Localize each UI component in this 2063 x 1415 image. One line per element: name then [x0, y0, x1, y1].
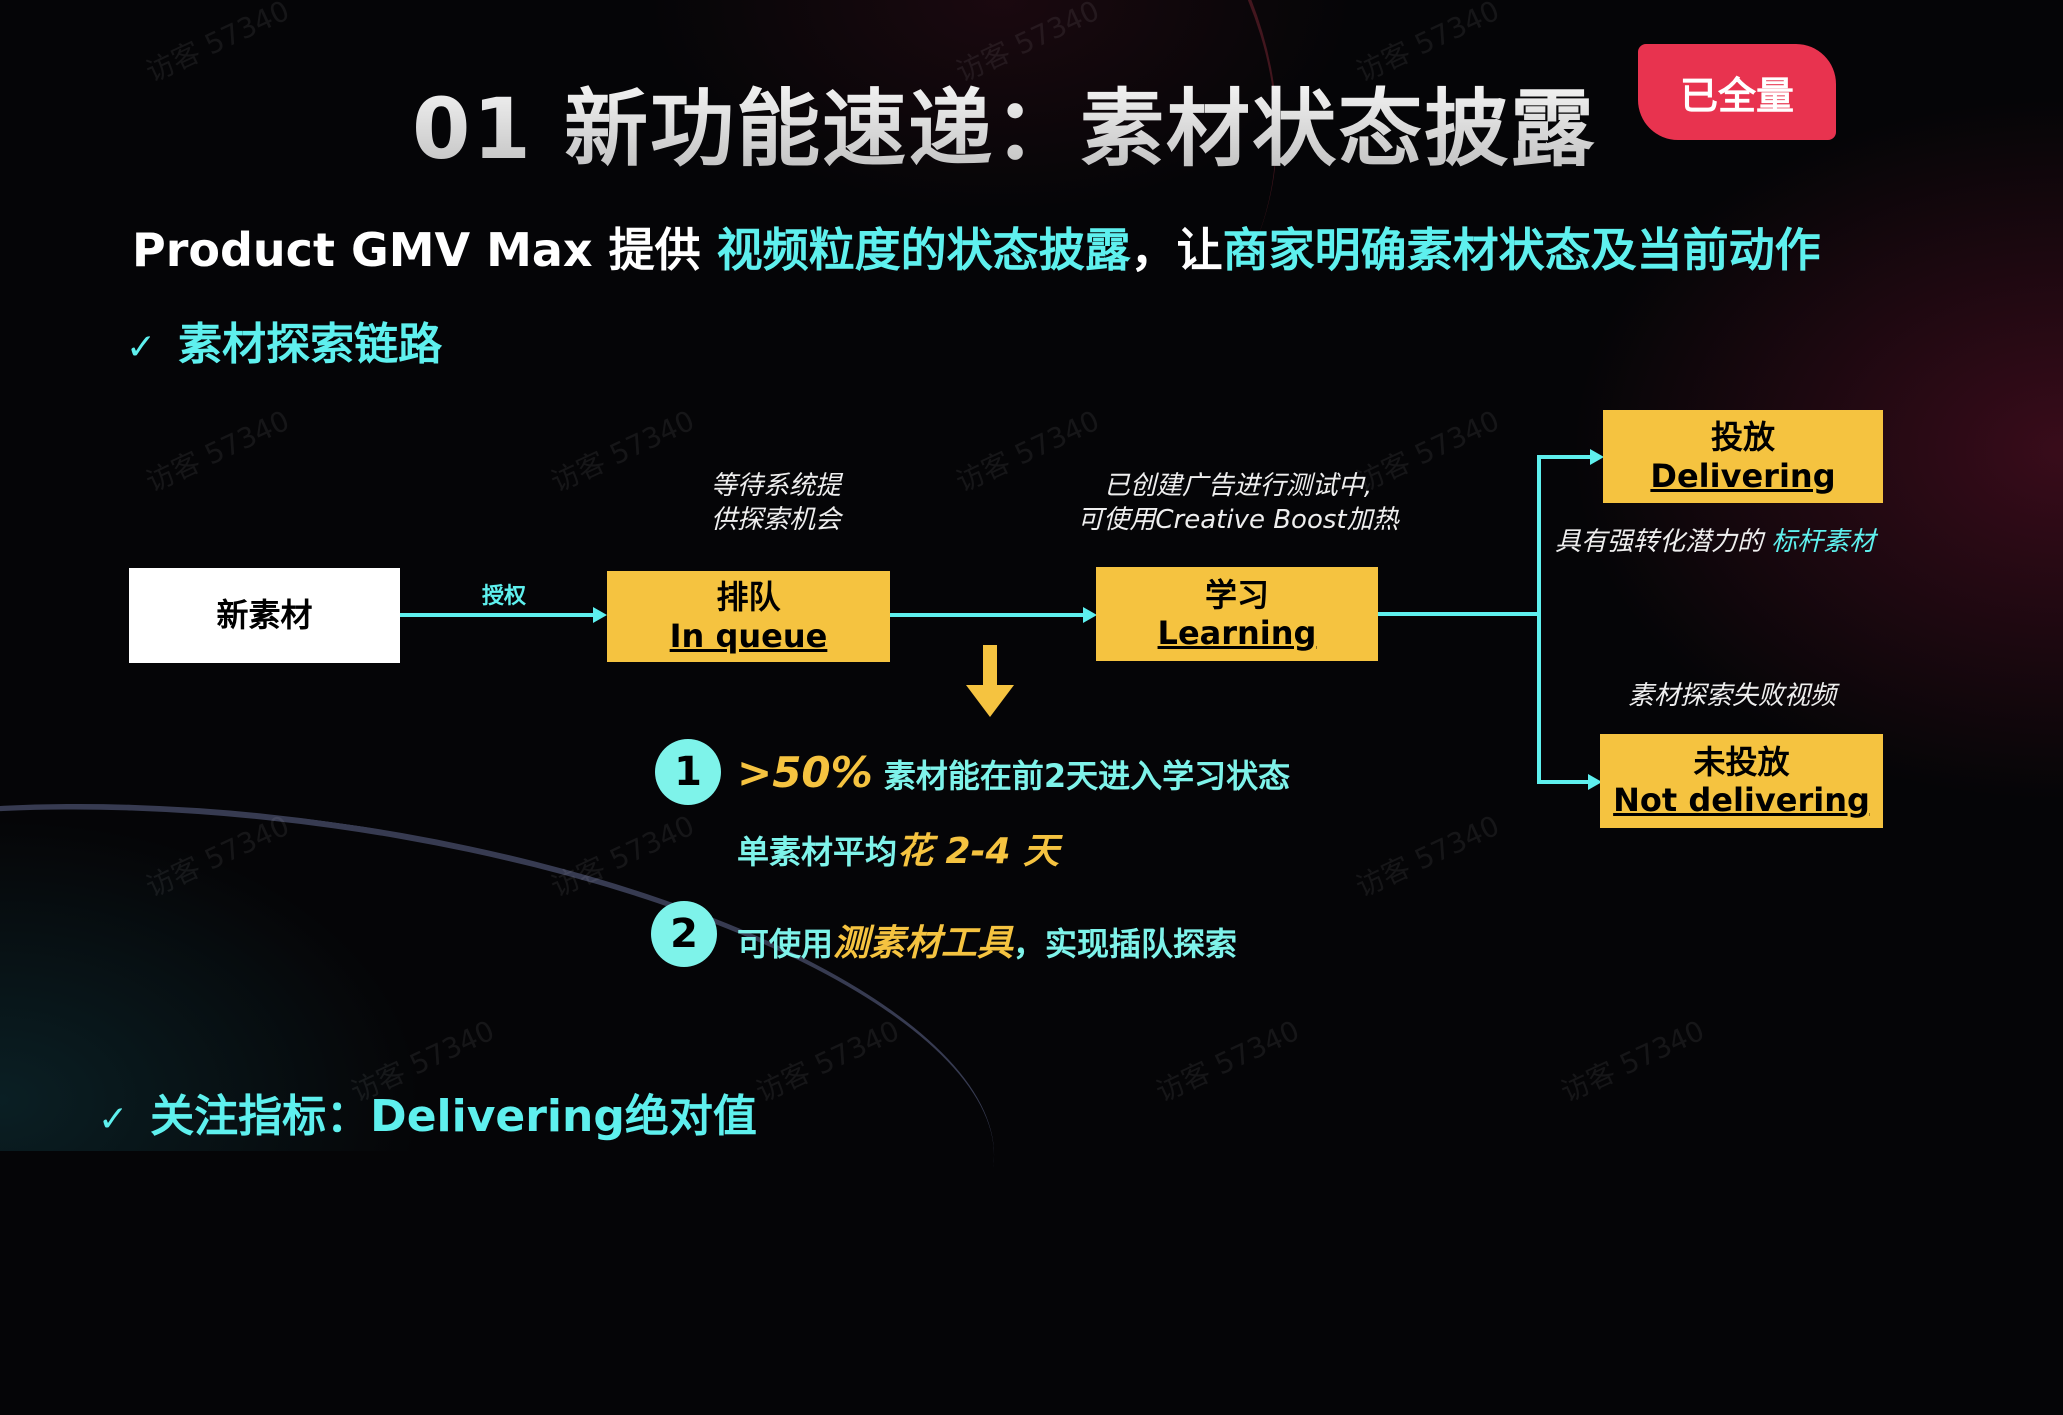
- branch-line: [1378, 612, 1540, 616]
- node-label-en: Delivering: [1650, 456, 1836, 495]
- note-line: 已创建广告进行测试中,: [1103, 471, 1373, 501]
- node-label-zh: 投放: [1710, 418, 1775, 457]
- arrow-line: [890, 613, 1086, 617]
- node-label-zh: 学习: [1204, 575, 1269, 614]
- node-label-zh: 排队: [716, 578, 781, 617]
- note-line: 等待系统提: [710, 471, 841, 501]
- number-badge-2: 2: [651, 901, 717, 967]
- section-label: 关注指标：Delivering绝对值: [150, 1091, 757, 1142]
- point-highlight: >50%: [737, 748, 873, 797]
- subtitle-prefix: Product GMV Max 提供: [132, 223, 717, 277]
- arrow-head-icon: [1588, 774, 1602, 790]
- point-2: 可使用测素材工具，实现插队探索: [737, 914, 1237, 966]
- number-badge-1: 1: [655, 739, 721, 805]
- queue-note: 等待系统提供探索机会: [676, 470, 876, 538]
- down-arrow-icon: [983, 645, 997, 687]
- section-heading-metric: ✓ 关注指标：Delivering绝对值: [98, 1080, 757, 1144]
- note-line: 可使用Creative Boost加热: [1077, 504, 1399, 535]
- not-delivering-note: 素材探索失败视频: [1628, 681, 1837, 711]
- point-highlight: 花 2-4 天: [897, 831, 1060, 872]
- node-label-en: Not delivering: [1613, 781, 1870, 819]
- point-1: >50% 素材能在前2天进入学习状态: [737, 748, 1290, 797]
- branch-line: [1537, 780, 1592, 784]
- subtitle-highlight-1: 视频粒度的状态披露: [716, 223, 1131, 277]
- branch-line: [1537, 455, 1595, 459]
- status-badge: 已全量: [1638, 44, 1836, 140]
- arrow-head-icon: [1590, 449, 1604, 465]
- check-icon: ✓: [126, 327, 157, 368]
- note-line: 供探索机会: [710, 504, 841, 535]
- section-heading-exploration: ✓ 素材探索链路: [126, 308, 442, 372]
- node-label: 新素材: [216, 596, 313, 635]
- arrow-head-icon: [593, 607, 607, 623]
- page-title: 01 新功能速递：素材状态披露: [412, 62, 1596, 183]
- node-new-material: 新素材: [129, 568, 400, 663]
- auth-label: 授权: [482, 584, 527, 609]
- point-1-line-2: 单素材平均花 2-4 天: [737, 822, 1059, 874]
- node-label-en: In queue: [669, 616, 828, 655]
- node-label-en: Learning: [1157, 614, 1317, 652]
- point-text: 素材能在前2天进入学习状态: [883, 757, 1291, 795]
- node-label-zh: 未投放: [1693, 742, 1790, 781]
- note-highlight: 标杆素材: [1771, 527, 1876, 557]
- section-label: 素材探索链路: [178, 319, 443, 370]
- check-icon: ✓: [98, 1099, 129, 1140]
- delivering-note: 具有强转化潜力的 标杆素材: [1555, 526, 1875, 560]
- subtitle: Product GMV Max 提供 视频粒度的状态披露，让商家明确素材状态及当…: [132, 214, 1821, 280]
- subtitle-highlight-2: 商家明确素材状态及当前动作: [1222, 223, 1821, 277]
- point-highlight: 测素材工具: [833, 923, 1014, 964]
- branch-line: [1537, 455, 1541, 784]
- note-text: 具有强转化潜力的: [1555, 527, 1772, 557]
- learning-note: 已创建广告进行测试中,可使用Creative Boost加热: [1058, 470, 1418, 538]
- point-text: 单素材平均: [737, 833, 898, 871]
- down-arrow-head-icon: [966, 685, 1014, 717]
- arrow-line: [400, 613, 596, 617]
- point-text: ，实现插队探索: [1013, 925, 1238, 963]
- point-text: 可使用: [737, 925, 834, 963]
- arrow-head-icon: [1083, 607, 1097, 623]
- subtitle-mid: ，让: [1130, 223, 1223, 277]
